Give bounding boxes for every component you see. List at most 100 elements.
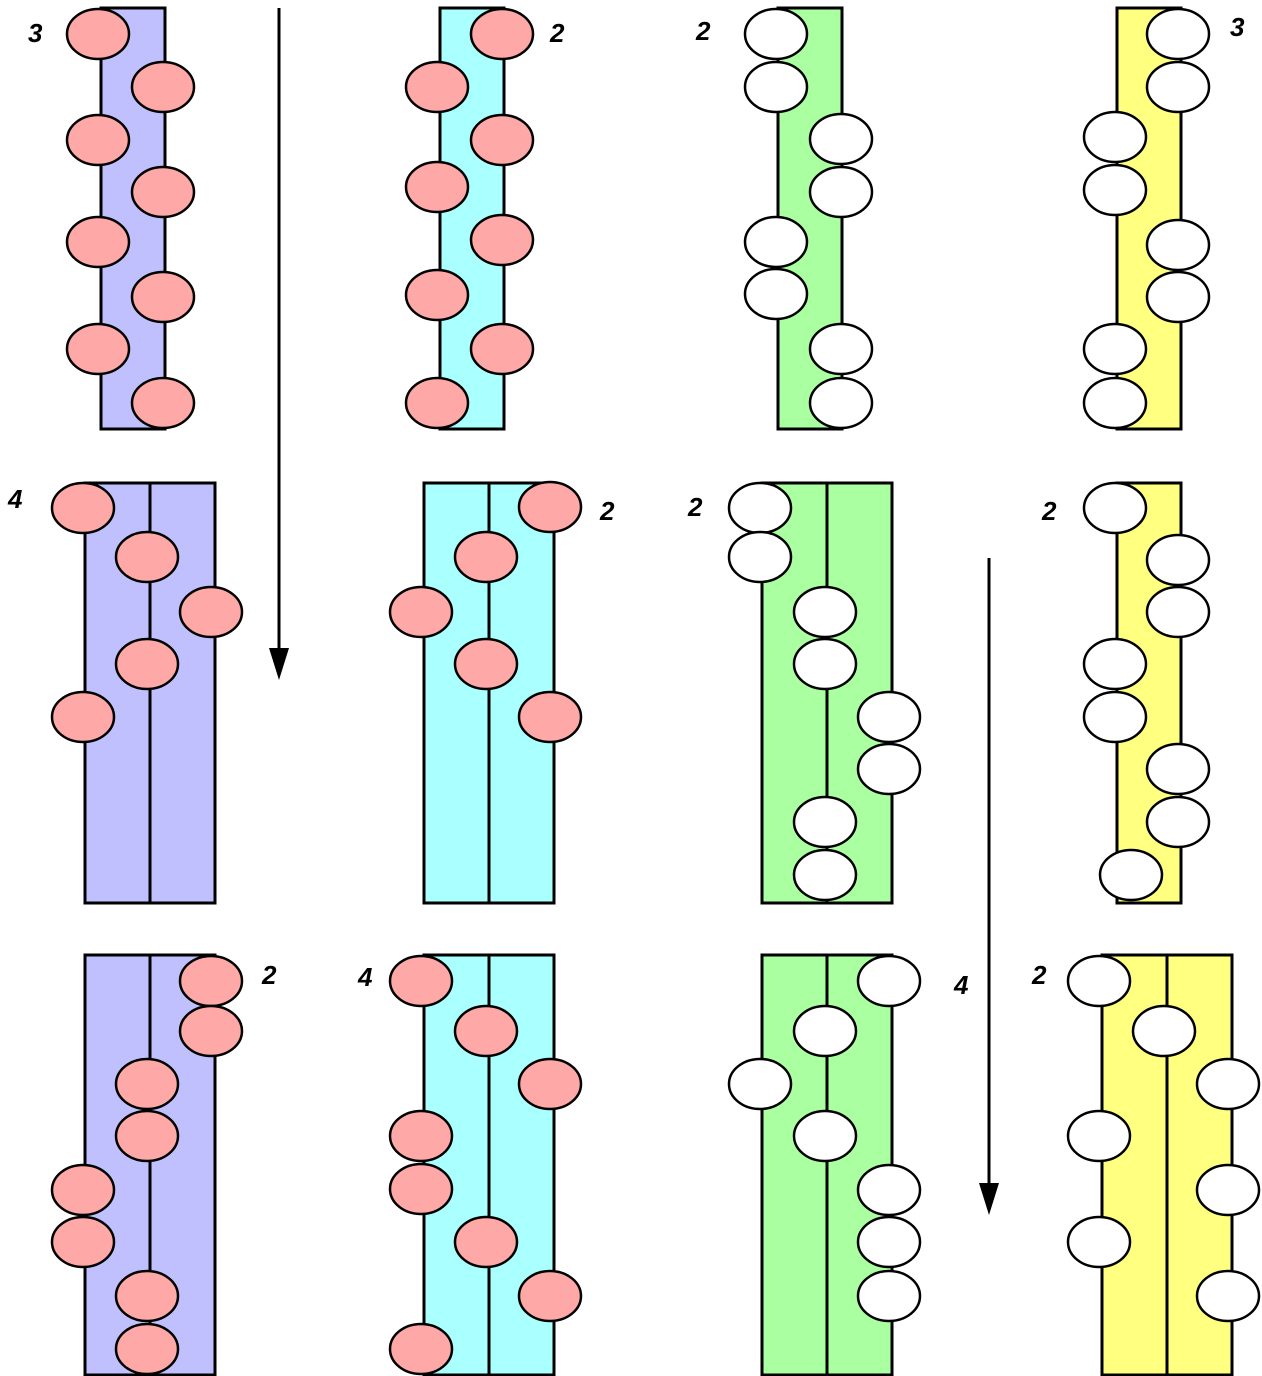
bead xyxy=(178,954,244,1008)
bead xyxy=(743,215,809,269)
bead xyxy=(1098,848,1164,902)
bead xyxy=(50,1215,116,1269)
bead xyxy=(50,690,116,744)
bead xyxy=(1195,1163,1261,1217)
bead xyxy=(1145,795,1211,849)
arrow-right xyxy=(979,558,999,1215)
bead xyxy=(792,637,858,691)
bead xyxy=(743,60,809,114)
bead xyxy=(178,1004,244,1058)
bead xyxy=(65,113,131,167)
bead xyxy=(404,268,470,322)
bead xyxy=(65,322,131,376)
bead xyxy=(114,1269,180,1323)
panel-label-r2-purple: 4 xyxy=(7,484,23,514)
bead xyxy=(1145,218,1211,272)
bead xyxy=(743,7,809,61)
bead xyxy=(114,1109,180,1163)
bead xyxy=(856,1215,922,1269)
panel-r3-green xyxy=(727,953,922,1376)
bead xyxy=(792,585,858,639)
panel-r3-yellow xyxy=(1066,953,1261,1376)
panel-label-r1-purple: 3 xyxy=(28,18,43,48)
bead xyxy=(388,585,454,639)
bead xyxy=(1131,1004,1197,1058)
bead xyxy=(65,215,131,269)
bead xyxy=(743,267,809,321)
bead xyxy=(1066,1109,1132,1163)
labels-layer: 3 2 2 3 4 2 2 2 2 4 4 2 xyxy=(7,12,1245,1000)
bead xyxy=(1082,481,1148,535)
bead xyxy=(808,376,874,430)
panel-label-r3-purple: 2 xyxy=(261,960,277,990)
bead xyxy=(1145,533,1211,587)
panel-r1-green xyxy=(743,6,874,431)
bead xyxy=(50,481,116,535)
bead xyxy=(130,270,196,324)
panel-r3-cyan xyxy=(388,953,583,1376)
bead xyxy=(1082,163,1148,217)
panel-label-r1-cyan: 2 xyxy=(549,18,565,48)
bead xyxy=(1082,637,1148,691)
bead xyxy=(404,376,470,430)
bead xyxy=(792,1004,858,1058)
bead xyxy=(469,7,535,61)
bead xyxy=(388,954,454,1008)
bead xyxy=(1082,690,1148,744)
bead xyxy=(1145,270,1211,324)
bead xyxy=(453,637,519,691)
panel-label-r1-green: 2 xyxy=(695,16,711,46)
bead xyxy=(114,530,180,584)
panel-label-r2-cyan: 2 xyxy=(599,496,615,526)
panel-label-r2-yellow: 2 xyxy=(1041,496,1057,526)
panel-r1-cyan xyxy=(404,6,535,431)
bead xyxy=(727,530,793,584)
bead xyxy=(792,1109,858,1163)
bead xyxy=(114,1322,180,1376)
bead xyxy=(856,1269,922,1323)
bead xyxy=(808,165,874,219)
panels-layer xyxy=(50,6,1261,1376)
bead xyxy=(517,480,583,534)
bead xyxy=(856,954,922,1008)
bead xyxy=(856,1163,922,1217)
panel-r1-purple xyxy=(65,6,196,431)
bead xyxy=(469,322,535,376)
bead xyxy=(856,690,922,744)
bead xyxy=(404,160,470,214)
arrows-layer xyxy=(269,8,999,1215)
bead xyxy=(388,1109,454,1163)
bead xyxy=(808,322,874,376)
bead xyxy=(856,742,922,796)
bead xyxy=(469,213,535,267)
bead xyxy=(517,1057,583,1111)
panel-label-r2-green: 2 xyxy=(687,492,703,522)
bead xyxy=(469,113,535,167)
bead xyxy=(453,1004,519,1058)
bead xyxy=(1145,7,1211,61)
bead xyxy=(727,481,793,535)
bead xyxy=(388,1162,454,1216)
panel-label-r3-yellow: 2 xyxy=(1031,960,1047,990)
bead xyxy=(1082,110,1148,164)
panel-r2-yellow xyxy=(1082,481,1211,905)
bead xyxy=(50,1163,116,1217)
bead xyxy=(130,165,196,219)
bead xyxy=(792,848,858,902)
bead xyxy=(404,60,470,114)
bead xyxy=(1145,742,1211,796)
bead xyxy=(453,530,519,584)
panel-label-r3-cyan: 4 xyxy=(357,962,373,992)
bead xyxy=(1145,60,1211,114)
panel-r2-purple xyxy=(50,481,244,905)
bead xyxy=(1145,585,1211,639)
panel-r2-cyan xyxy=(388,480,583,905)
panel-r3-purple xyxy=(50,953,244,1376)
bead xyxy=(130,376,196,430)
bead xyxy=(388,1322,454,1376)
bead xyxy=(114,637,180,691)
panel-label-r3-green: 4 xyxy=(953,970,969,1000)
bead xyxy=(1195,1057,1261,1111)
bead xyxy=(1066,1215,1132,1269)
